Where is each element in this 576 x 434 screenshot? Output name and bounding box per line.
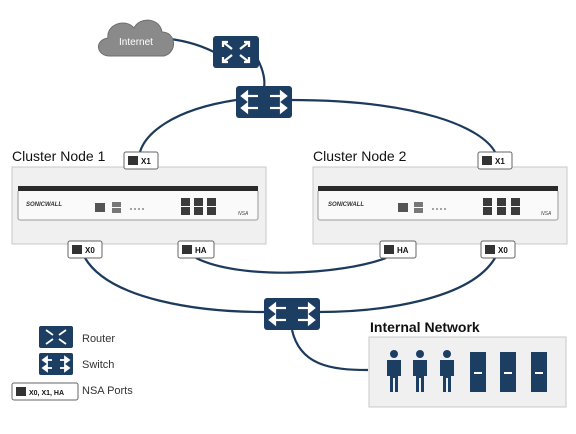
wan-switch-icon <box>236 86 292 118</box>
port-icon <box>485 245 495 254</box>
cluster-node-1: SONICWALL NSA X1 X0 HA <box>11 151 267 259</box>
legend-switch-icon <box>39 353 73 375</box>
link-wan-switch-node1-x1 <box>138 98 237 153</box>
port-label: HA <box>195 246 207 255</box>
legend-switch-label: Switch <box>82 359 115 371</box>
internal-network <box>368 336 567 408</box>
server-icon <box>470 352 486 392</box>
port-icon <box>16 387 26 396</box>
cluster-node-1-title: Cluster Node 1 <box>12 148 106 164</box>
port-icon <box>384 245 394 254</box>
port-label: X1 <box>495 157 505 166</box>
user-icon <box>387 350 401 392</box>
link-lan-switch-internal <box>290 329 369 372</box>
link-node1-x0-lan-switch <box>84 257 265 314</box>
node-1-model: NSA <box>238 211 249 217</box>
node-1-port-x1: X1 <box>123 151 159 170</box>
server-icon <box>500 352 516 392</box>
link-wan-switch-node2-x1 <box>289 98 496 153</box>
port-icon <box>128 156 138 165</box>
link-ha-ha <box>195 256 387 274</box>
internet-cloud-icon: Internet <box>98 19 174 57</box>
port-label: X0 <box>498 246 508 255</box>
port-label: X0 <box>85 246 95 255</box>
connections <box>84 36 496 372</box>
link-router-wan-switch <box>257 59 266 89</box>
port-icon <box>182 245 192 254</box>
cluster-node-2-title: Cluster Node 2 <box>313 148 407 164</box>
lan-switch-icon <box>264 298 320 330</box>
port-label: HA <box>397 246 409 255</box>
node-2-port-ha: HA <box>379 240 417 259</box>
node-1-port-x0: X0 <box>67 240 103 259</box>
legend: X0, X1, HA <box>11 326 79 401</box>
internal-network-title: Internal Network <box>370 319 480 335</box>
legend-router-label: Router <box>82 333 116 345</box>
node-2-brand: SONICWALL <box>328 202 364 208</box>
internet-label: Internet <box>119 37 153 48</box>
port-label: X1 <box>141 157 151 166</box>
node-1-appliance: SONICWALL NSA <box>17 186 259 221</box>
link-node2-x0-lan-switch <box>317 257 496 314</box>
node-1-port-ha: HA <box>177 240 215 259</box>
node-2-port-x1: X1 <box>477 151 513 170</box>
legend-ports-badge-label: X0, X1, HA <box>29 390 64 397</box>
cluster-node-2: SONICWALL NSA X1 HA X0 <box>312 151 568 259</box>
port-icon <box>72 245 82 254</box>
node-2-port-x0: X0 <box>480 240 516 259</box>
user-icon <box>413 350 427 392</box>
legend-router-icon <box>39 326 73 348</box>
legend-ports-label: NSA Ports <box>82 385 133 397</box>
node-2-model: NSA <box>541 211 552 217</box>
server-icon <box>531 352 547 392</box>
router-icon <box>213 36 259 68</box>
legend-ports-badge: X0, X1, HA <box>11 382 79 401</box>
node-1-brand: SONICWALL <box>26 202 62 208</box>
port-icon <box>482 156 492 165</box>
node-2-appliance: SONICWALL NSA <box>317 186 559 221</box>
user-icon <box>440 350 454 392</box>
